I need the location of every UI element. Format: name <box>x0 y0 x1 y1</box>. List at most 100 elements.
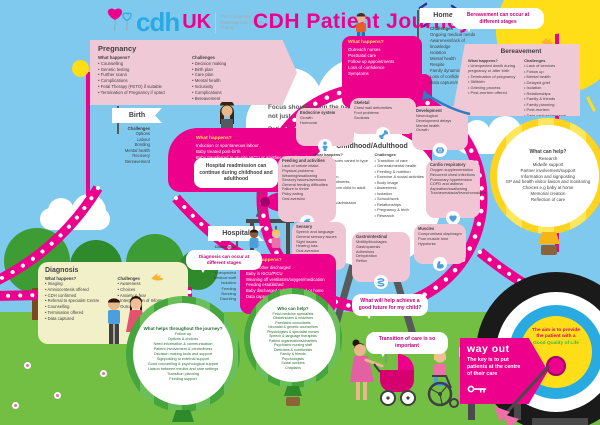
bone-icon <box>376 127 390 141</box>
list-item: • Relationships <box>524 90 551 96</box>
wheel-car-cardio: Cardio respiratory Oxygen supplementatio… <box>426 160 486 225</box>
balloon-throat <box>538 232 560 244</box>
diagnosis-title: Diagnosis <box>45 267 79 274</box>
list-item: Liaison between medics and care settings <box>147 366 219 371</box>
car-title: Gastrointestinal <box>356 234 388 239</box>
diagnosis-challenges-list: • Awareness• Choices• Anxiety & fear• In… <box>118 281 182 309</box>
list-item: • Complications <box>192 90 222 96</box>
pole-ball <box>549 20 563 34</box>
balloon-throat <box>284 386 302 396</box>
list-item: • Exercise & social activities <box>374 174 424 179</box>
list-item: • Further scans <box>98 72 127 78</box>
transition-bubble: Transition of care is so important <box>366 332 448 356</box>
tree-trunk <box>32 288 39 320</box>
list-item: Partner involvement/support <box>520 167 576 173</box>
list-item: Oxygen supplementation <box>430 167 474 173</box>
target-line1: The aim is to provide the patient with a <box>532 328 580 340</box>
ride-kids-figures <box>244 226 288 259</box>
list-item: Research <box>538 155 558 161</box>
car-title: Sensory <box>296 224 313 229</box>
list-item: • Post-mortem <box>524 107 550 113</box>
hospital-flag: Hospital <box>208 226 264 241</box>
list-item: • Amniocentesis offered <box>45 286 89 292</box>
list-item: • Family planning <box>524 101 555 107</box>
key-icon <box>467 381 526 399</box>
flower <box>100 370 107 377</box>
logo-cdh: cdh <box>136 7 180 37</box>
list-item: Adhesions <box>356 248 375 254</box>
list-item: • Referral to specialist Centre <box>45 298 100 304</box>
list-item: Data captured <box>246 293 273 299</box>
way-out-text: The key is to put patients at the centre… <box>467 357 521 378</box>
list-item: • Birth plan <box>192 66 213 72</box>
challenges-label: Challenges <box>214 244 236 249</box>
list-item: Psychologists <box>281 356 304 361</box>
list-item: Hypotonia <box>418 240 436 246</box>
what-happens-label: What happens? <box>98 54 130 60</box>
list-item: Mental health <box>124 147 150 153</box>
who-balloon: Who can help? Fetal medicine specialists… <box>244 288 342 388</box>
list-item: • Awareness <box>117 281 141 286</box>
list-item: Physiologists & specialist nurses <box>267 329 319 334</box>
list-item: Scoliosis <box>354 114 370 120</box>
list-item: Bonding <box>221 290 236 296</box>
list-item: Fetal medicine specialists <box>272 311 314 316</box>
list-item: • Mental health <box>192 78 221 84</box>
list-item: Neonatal & genetic counsellors <box>268 325 318 330</box>
list-item: Bonding <box>134 142 150 148</box>
list-item: Reflux <box>356 257 368 263</box>
list-item: Chaplains <box>284 365 301 370</box>
car-title: Cardio respiratory <box>430 162 466 167</box>
list-item: • Counselling <box>45 304 70 309</box>
bereavement-challenges-list: • Lack of services• Follow up• Mental he… <box>524 63 574 116</box>
list-item: Feeding <box>221 285 236 291</box>
wheel-challenges-list: • Transition of care• General/mental hea… <box>375 158 432 218</box>
what-happens-label: What happens? <box>196 136 232 141</box>
list-item: Pulmonary hypertension <box>430 176 472 182</box>
list-item: Isolation <box>221 280 236 286</box>
list-item: Labour <box>136 136 150 142</box>
sign-leg <box>514 404 521 420</box>
list-item: Patient involvement & centredness <box>153 347 213 352</box>
what-happens-label: What happens? <box>348 40 384 45</box>
bullseye <box>546 356 566 376</box>
what-happens-label: What happens? <box>45 275 77 281</box>
list-item: Lack of calorie intake <box>282 163 319 169</box>
challenges-label: Challenges <box>374 152 396 157</box>
list-item: Baby treated post-birth <box>196 149 241 155</box>
list-item: Loss of confidence <box>430 74 466 80</box>
challenges-label: Challenges <box>524 57 546 63</box>
list-item: Data capture/research <box>430 80 473 86</box>
list-item: Family dynamics <box>430 68 462 74</box>
future-bubble: What will help achieve a good future for… <box>352 294 428 318</box>
flower <box>54 392 61 399</box>
list-item: Outreach nurses <box>348 47 381 53</box>
pregnancy-title: Pregnancy <box>98 44 137 53</box>
challenges-label: Challenges <box>430 26 453 31</box>
pregnancy-what-happens-list: • Counselling• Genetic testing• Further … <box>98 61 183 96</box>
heart-icon <box>446 211 460 225</box>
what-happens-label: What happens? <box>313 152 343 157</box>
list-item: Reflection of care <box>530 197 566 203</box>
logo: cdh UK The Congenital Diaphragmatic Hern… <box>106 4 264 41</box>
list-item: Medical staff <box>213 275 236 281</box>
list-item: Awareness/lack of knowledge <box>430 38 465 50</box>
list-item: Compromised diaphragm <box>418 231 462 237</box>
list-item: • Interpretation of Information <box>117 298 172 304</box>
list-item: Poor muscle tone <box>418 235 449 241</box>
target-line2: Good Quality of Life <box>533 340 579 346</box>
list-item: Memorial creation <box>530 191 566 197</box>
list-item: Sensory issues/aversions <box>282 177 327 183</box>
pregnancy-challenges-list: • Decision making• Birth plan• Care plan… <box>192 61 277 102</box>
car-title: Feeding and activities <box>282 158 325 163</box>
list-item: Loss of confidence <box>348 65 385 71</box>
